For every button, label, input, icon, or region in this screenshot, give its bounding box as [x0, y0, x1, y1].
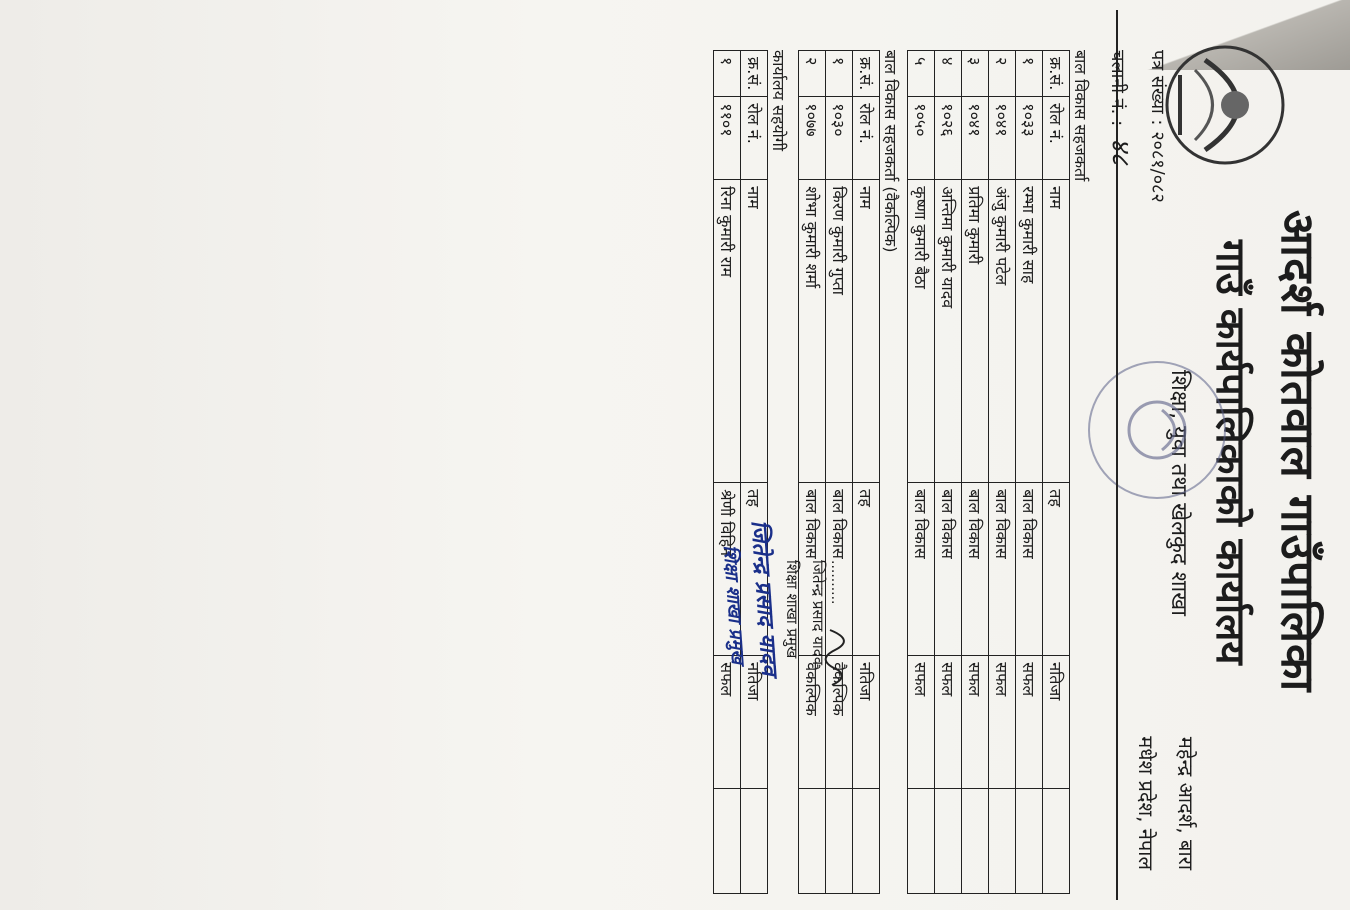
- cell-sn: १: [1015, 50, 1043, 97]
- table-row: ३ १०४१ प्रतिमा कुमारी बाल विकास सफल: [961, 50, 989, 894]
- cell-blank: [961, 788, 989, 894]
- cell-sn: २: [988, 50, 1016, 97]
- header-sn: क्र.सं.: [852, 50, 880, 97]
- table-header-row: क्र.सं. रोल नं. नाम तह नतिजा: [740, 50, 768, 894]
- header-roll: रोल नं.: [1042, 96, 1070, 180]
- cell-sn: ३: [961, 50, 989, 97]
- table-header-row: क्र.सं. रोल नं. नाम तह नतिजा: [1042, 50, 1070, 894]
- header-result: नतिजा: [1042, 655, 1070, 789]
- cell-sn: ५: [907, 50, 935, 97]
- cell-sn: १: [825, 50, 853, 97]
- header-sn: क्र.सं.: [740, 50, 768, 97]
- cell-blank: [988, 788, 1016, 894]
- cell-blank: [1015, 788, 1043, 894]
- cell-sn: १: [713, 50, 741, 97]
- office-round-stamp: [1088, 361, 1226, 499]
- cell-blank: [934, 788, 962, 894]
- cell-level: बाल विकास: [988, 482, 1016, 656]
- handwritten-signature: ..........: [824, 560, 845, 686]
- cell-level: बाल विकास: [907, 482, 935, 656]
- cell-level: बाल विकास: [1015, 482, 1043, 656]
- cell-roll: १०४१: [988, 96, 1016, 180]
- cell-blank: [713, 788, 741, 894]
- signatory-name: जितेन्द्र प्रसाद यादव: [809, 560, 827, 666]
- cell-roll: १०२६: [934, 96, 962, 180]
- cell-name: किरण कुमारी गुप्ता: [825, 179, 853, 483]
- header-roll: रोल नं.: [740, 96, 768, 180]
- cell-level: बाल विकास: [934, 482, 962, 656]
- address-line-1: महेन्द्र आदर्श, बारा: [1174, 736, 1198, 870]
- section-label-ecd-facilitator: बाल विकास सहजकर्ता: [1071, 50, 1090, 182]
- cell-sn: ४: [934, 50, 962, 97]
- table-row: १ १०३३ रम्भा कुमारी साह बाल विकास सफल: [1015, 50, 1043, 894]
- cell-result: सफल: [713, 655, 741, 789]
- letter-number: पत्र संख्या : २०८१/०८२: [1147, 50, 1168, 203]
- header-name: नाम: [852, 179, 880, 483]
- dispatch-number: चलानी नं. : ४८: [1104, 50, 1140, 165]
- header-blank: [852, 788, 880, 894]
- page-corner-shadow: [1090, 0, 1350, 70]
- cell-name: प्रतिमा कुमारी: [961, 179, 989, 483]
- table-header-row: क्र.सं. रोल नं. नाम तह नतिजा: [852, 50, 880, 894]
- results-table-office-assistant: क्र.सं. रोल नं. नाम तह नतिजा १ ११०१ रिना…: [713, 50, 768, 894]
- cell-result: सफल: [1015, 655, 1043, 789]
- table-row: ५ १०५० कृष्णा कुमारी बैठा बाल विकास सफल: [907, 50, 935, 894]
- cell-name: अंजु कुमारी पटेल: [988, 179, 1016, 483]
- cell-blank: [907, 788, 935, 894]
- cell-blank: [825, 788, 853, 894]
- cell-name: कृष्णा कुमारी बैठा: [907, 179, 935, 483]
- address-line-2: मधेश प्रदेश, नेपाल: [1134, 736, 1158, 870]
- cell-roll: १०३३: [1015, 96, 1043, 180]
- header-level: तह: [1042, 482, 1070, 656]
- cell-roll: १०५०: [907, 96, 935, 180]
- cell-name: रिना कुमारी राम: [713, 179, 741, 483]
- municipality-emblem-logo: [1165, 45, 1285, 165]
- header-roll: रोल नं.: [852, 96, 880, 180]
- cell-name: अन्तिमा कुमारी यादव: [934, 179, 962, 483]
- header-name: नाम: [740, 179, 768, 483]
- results-table-ecd-facilitator-alternate: क्र.सं. रोल नं. नाम तह नतिजा १ १०३० किरण…: [798, 50, 880, 894]
- cell-result: सफल: [988, 655, 1016, 789]
- municipality-title: आदर्श कोतवाल गाउँपालिका: [1271, 210, 1325, 693]
- cell-roll: ११०१: [713, 96, 741, 180]
- header-blank: [740, 788, 768, 894]
- results-table-ecd-facilitator: क्र.सं. रोल नं. नाम तह नतिजा १ १०३३ रम्भ…: [907, 50, 1070, 894]
- cell-name: रम्भा कुमारी साह: [1015, 179, 1043, 483]
- svg-text:..........: ..........: [828, 560, 844, 605]
- section-label-office-assistant: कार्यालय सहयोगी: [769, 50, 788, 151]
- table-row: २ १०४१ अंजु कुमारी पटेल बाल विकास सफल: [988, 50, 1016, 894]
- dispatch-number-label: चलानी नं. :: [1107, 50, 1128, 127]
- header-name: नाम: [1042, 179, 1070, 483]
- signatory-post: शिक्षा शाखा प्रमुख: [783, 560, 801, 659]
- cell-sn: २: [798, 50, 826, 97]
- table-row: १ ११०१ रिना कुमारी राम श्रेणी विहिन सफल: [713, 50, 741, 894]
- header-sn: क्र.सं.: [1042, 50, 1070, 97]
- table-row: ४ १०२६ अन्तिमा कुमारी यादव बाल विकास सफल: [934, 50, 962, 894]
- table-row: १ १०३० किरण कुमारी गुप्ता बाल विकास वैकल…: [825, 50, 853, 894]
- cell-roll: १०४१: [961, 96, 989, 180]
- section-label-ecd-facilitator-alternate: बाल विकास सहजकर्ता (वैकल्पिक): [881, 50, 900, 253]
- dispatch-number-value: ४८: [1105, 137, 1135, 165]
- cell-blank: [798, 788, 826, 894]
- header-blank: [1042, 788, 1070, 894]
- cell-roll: १०७७: [798, 96, 826, 180]
- table-row: २ १०७७ शोभा कुमारी शर्मा बाल विकास वैकल्…: [798, 50, 826, 894]
- cell-result: सफल: [961, 655, 989, 789]
- cell-name: शोभा कुमारी शर्मा: [798, 179, 826, 483]
- cell-roll: १०३०: [825, 96, 853, 180]
- cell-result: सफल: [934, 655, 962, 789]
- cell-result: सफल: [907, 655, 935, 789]
- cell-level: बाल विकास: [961, 482, 989, 656]
